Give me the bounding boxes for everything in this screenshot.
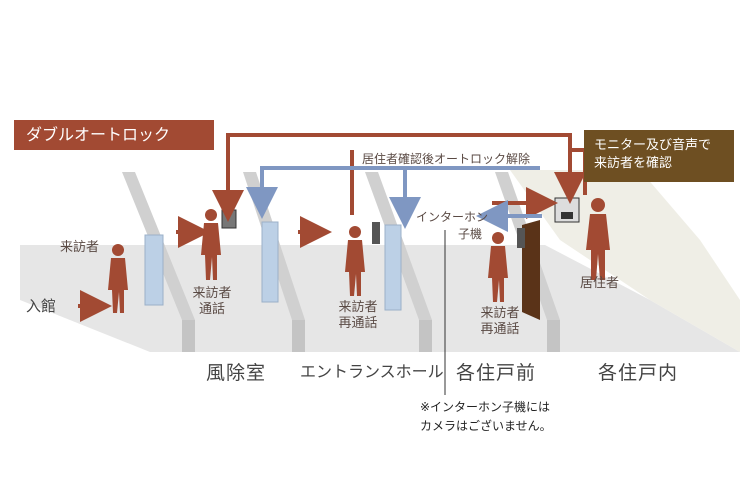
resident-monitor-screen [561, 212, 573, 219]
intercom-camera-footnote: ※インターホン子機には カメラはございません。 [420, 398, 552, 436]
footnote-line-2: カメラはございません。 [420, 419, 552, 433]
zone-front-of-unit: 各住戸前 [456, 362, 537, 384]
unlock-after-confirm-label: 居住者確認後オートロック解除 [362, 152, 531, 166]
visitor-label: 来訪者 [60, 240, 100, 255]
visitor-figure-hall [345, 226, 365, 296]
partition-hall-front [365, 172, 432, 352]
monitor-confirm-note: モニター及び音声で 来訪者を確認 [584, 130, 734, 182]
visitor-figure-entry [108, 244, 128, 313]
zone-entrance-hall: エントランスホール [300, 362, 444, 381]
visitor-figure-unit-front [488, 232, 508, 302]
resident-figure [586, 198, 610, 280]
zone-vestibule: 風除室 [206, 362, 267, 384]
unit-front-recall-line-1: 来訪者 [480, 306, 520, 321]
intercom-label-line-1: インターホン [416, 210, 489, 224]
monitor-note-line-1: モニター及び音声で [594, 138, 712, 153]
vestibule-call-label: 来訪者 通話 [188, 286, 236, 318]
call-line [246, 166, 540, 219]
hall-recall-label: 来訪者 再通話 [332, 300, 384, 332]
visitor-figure-vestibule [201, 209, 221, 280]
hall-recall-line-2: 再通話 [338, 316, 378, 331]
unit-front-recall-label: 来訪者 再通話 [474, 306, 526, 338]
double-autolock-title: ダブルオートロック [14, 120, 214, 150]
unit-door [522, 220, 540, 320]
vestibule-call-line-2: 通話 [198, 302, 225, 317]
footnote-line-1: ※インターホン子機には [420, 400, 551, 414]
intercom-panel-vestibule [221, 209, 237, 229]
unit-front-recall-line-2: 再通話 [480, 322, 520, 337]
hall-recall-line-1: 来訪者 [338, 300, 378, 315]
intercom-handset [517, 228, 525, 248]
intercom-panel-hall [372, 222, 380, 244]
resident-label: 居住者 [580, 276, 620, 291]
monitor-note-line-2: 来訪者を確認 [594, 156, 673, 171]
partition-vestibule [122, 172, 195, 352]
entry-label: 入館 [26, 297, 57, 315]
vestibule-call-line-1: 来訪者 [192, 286, 232, 301]
zone-inside-unit: 各住戸内 [598, 362, 679, 384]
partition-unit [495, 172, 560, 352]
intercom-label-line-2: 子機 [458, 227, 483, 241]
